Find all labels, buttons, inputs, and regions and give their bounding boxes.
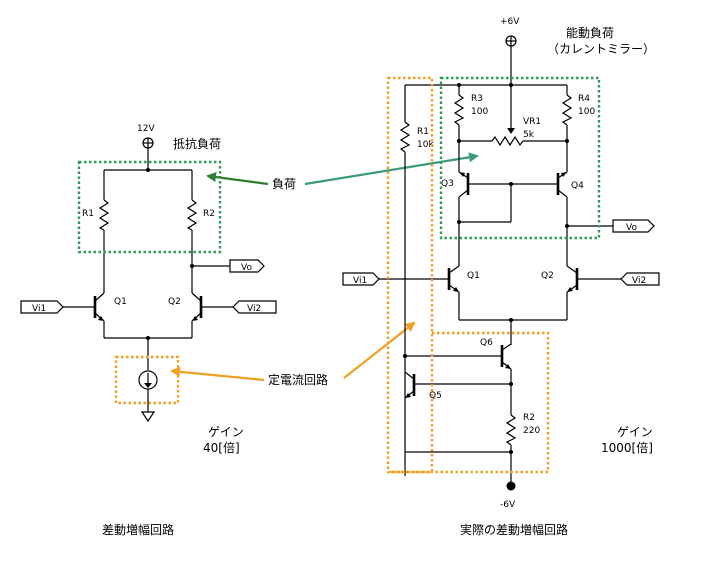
right-vo-label: Vo <box>626 223 637 233</box>
right-r2-resistor <box>505 414 517 446</box>
left-load-box <box>77 160 222 254</box>
load-arrow-right <box>304 152 479 186</box>
left-gain-value: 40[倍] <box>203 440 240 455</box>
current-source-label: 定電流回路 <box>268 372 328 387</box>
right-q6-label: Q6 <box>480 338 493 348</box>
current-arrow-left <box>170 366 265 382</box>
left-supply-label: 12V <box>137 124 155 134</box>
right-q2-label: Q2 <box>541 271 554 281</box>
left-vi1-label: Vi1 <box>32 304 46 314</box>
right-current-source-box <box>388 331 550 474</box>
right-r1-value: 10k <box>417 140 434 150</box>
right-vr1-label: VR1 <box>523 117 541 127</box>
right-neg-supply-terminal <box>506 481 516 491</box>
right-vr1-value: 5k <box>523 130 535 140</box>
current-arrow-right <box>343 321 416 379</box>
right-supply-pos-label: +6V <box>500 17 520 27</box>
right-vi2-label: Vi2 <box>632 276 646 286</box>
right-vi2-terminal <box>620 272 660 286</box>
right-bias-box <box>386 76 434 474</box>
left-gain-label: ゲイン <box>208 425 244 439</box>
right-q4-label: Q4 <box>571 181 584 191</box>
load-label: 負荷 <box>272 177 296 191</box>
right-r4-value: 100 <box>578 107 595 117</box>
right-vr1-resistor <box>491 135 524 147</box>
left-ground-icon <box>140 411 156 423</box>
right-circuit: +6V 能動負荷 （カレントミラー） R1 10k R3 100 R4 100 <box>342 17 660 537</box>
right-r1-label: R1 <box>417 127 429 137</box>
left-vo-terminal <box>229 259 265 273</box>
right-r3-value: 100 <box>471 107 488 117</box>
left-vi1-terminal <box>20 300 64 314</box>
right-q5-label: Q5 <box>429 391 442 401</box>
right-vo-terminal <box>612 219 655 233</box>
right-vi1-terminal <box>342 272 380 286</box>
left-resistive-load-label: 抵抗負荷 <box>173 136 221 151</box>
left-vi2-terminal <box>232 300 277 314</box>
right-vi1-label: Vi1 <box>353 276 367 286</box>
load-arrow-left <box>206 172 269 186</box>
left-supply-terminal <box>142 137 154 149</box>
right-gain-label: ゲイン <box>617 425 653 439</box>
left-q2-label: Q2 <box>168 297 181 307</box>
right-caption: 実際の差動増幅回路 <box>460 522 568 537</box>
right-r4-resistor <box>561 94 573 126</box>
left-vo-label: Vo <box>241 263 252 273</box>
right-q1-transistor <box>447 265 460 293</box>
left-r1-label: R1 <box>82 209 94 219</box>
left-q1-label: Q1 <box>114 297 127 307</box>
left-current-source-box <box>114 355 180 405</box>
right-active-load-sub: （カレントミラー） <box>547 42 655 56</box>
left-vi2-label: Vi2 <box>247 304 261 314</box>
right-q6-transistor <box>500 343 512 370</box>
left-caption: 差動増幅回路 <box>102 522 174 537</box>
right-q2-transistor <box>566 265 579 293</box>
left-r2-resistor <box>186 199 198 231</box>
left-q2-transistor <box>191 292 203 322</box>
right-r3-label: R3 <box>471 94 483 104</box>
right-r1-resistor <box>399 121 411 153</box>
right-q4-transistor <box>556 171 568 198</box>
right-supply-terminal <box>505 35 517 47</box>
right-supply-neg-label: -6V <box>500 500 516 510</box>
right-r2-value: 220 <box>523 426 540 436</box>
right-r2-label: R2 <box>523 413 535 423</box>
right-q1-label: Q1 <box>467 271 480 281</box>
left-r1-resistor <box>98 199 110 231</box>
annotation-arrows: 負荷 定電流回路 <box>170 152 479 387</box>
right-gain-value: 1000[倍] <box>601 440 653 455</box>
right-active-load-label: 能動負荷 <box>566 26 614 40</box>
left-r2-label: R2 <box>203 209 215 219</box>
right-r3-resistor <box>453 94 465 126</box>
left-circuit: 12V R1 R2 Vo Q1 Vi1 <box>20 124 277 537</box>
right-r4-label: R4 <box>578 94 590 104</box>
left-current-source <box>138 370 158 390</box>
left-q1-transistor <box>93 292 105 322</box>
right-active-load-box <box>439 76 601 240</box>
right-q3-transistor <box>458 171 470 198</box>
right-q5-transistor <box>404 371 416 399</box>
right-q3-label: Q3 <box>441 179 454 189</box>
